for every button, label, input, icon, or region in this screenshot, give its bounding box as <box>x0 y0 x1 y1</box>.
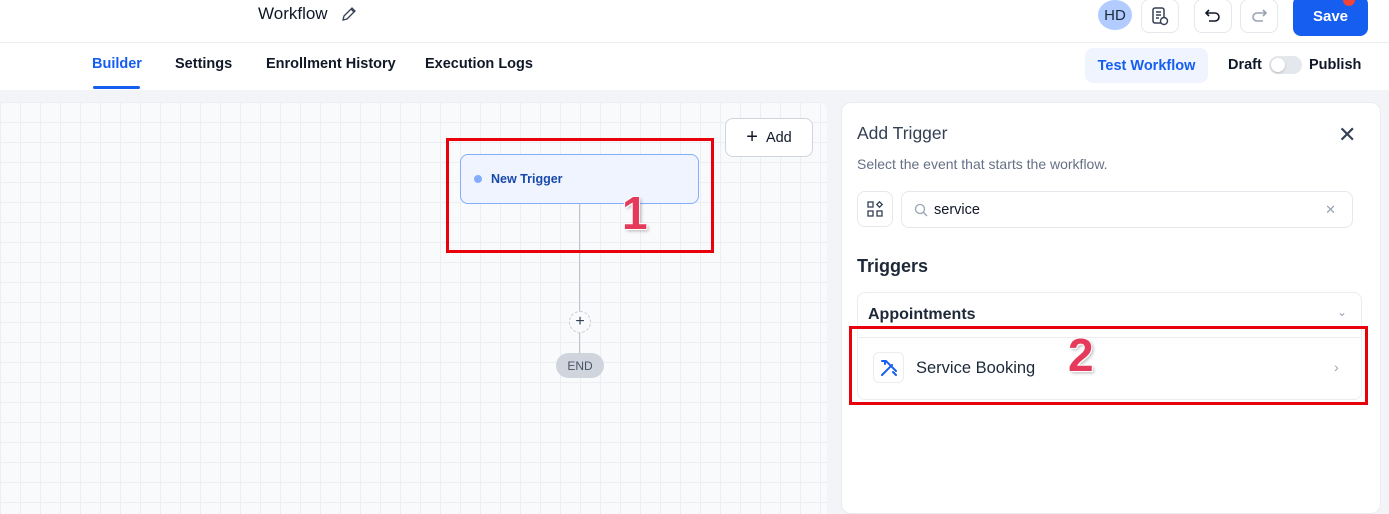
highlight-box-1 <box>446 138 714 253</box>
status-dot-icon <box>474 175 482 183</box>
category-button[interactable] <box>857 191 893 227</box>
avatar[interactable]: HD <box>1098 0 1132 30</box>
trigger-node[interactable]: New Trigger <box>460 154 699 204</box>
close-icon[interactable]: ✕ <box>1338 122 1357 147</box>
clear-search-icon[interactable]: ✕ <box>1325 201 1336 217</box>
tab-settings[interactable]: Settings <box>175 56 233 72</box>
workflow-title: Workflow <box>258 4 328 23</box>
tab-execution-logs[interactable]: Execution Logs <box>425 56 533 72</box>
publish-label: Publish <box>1309 57 1362 73</box>
add-trigger-panel <box>841 102 1381 514</box>
tools-icon <box>873 352 904 383</box>
divider <box>0 42 1389 43</box>
trigger-search-input[interactable]: service ✕ <box>901 191 1353 228</box>
add-label: Add <box>765 129 792 146</box>
plus-icon: + <box>746 126 758 148</box>
appointments-group <box>857 292 1362 400</box>
shapes-icon <box>867 201 883 217</box>
edit-pencil-icon[interactable] <box>341 6 357 22</box>
service-booking-item[interactable]: Service Booking <box>916 359 1036 377</box>
tab-enrollment-history[interactable]: Enrollment History <box>266 56 396 72</box>
triggers-heading: Triggers <box>857 256 929 276</box>
undo-icon <box>1204 9 1220 22</box>
add-step-button[interactable]: + <box>569 311 591 333</box>
draft-label: Draft <box>1228 57 1262 73</box>
chevron-down-icon[interactable]: ⌄ <box>1337 305 1348 319</box>
save-button[interactable]: Save <box>1293 0 1368 36</box>
publish-toggle[interactable] <box>1269 56 1302 74</box>
add-button[interactable]: + Add <box>725 118 813 157</box>
highlight-box-2 <box>849 326 1368 405</box>
document-clock-icon <box>1152 7 1169 26</box>
notification-dot <box>1343 0 1355 6</box>
active-tab-indicator <box>93 86 140 89</box>
tab-builder[interactable]: Builder <box>92 56 142 72</box>
trigger-node-label: New Trigger <box>491 172 563 186</box>
test-workflow-button[interactable]: Test Workflow <box>1085 48 1208 83</box>
search-icon <box>914 203 928 216</box>
annotation-2: 2 <box>1068 329 1094 381</box>
redo-button[interactable] <box>1240 0 1278 33</box>
divider <box>858 337 1361 338</box>
end-node: END <box>556 353 604 378</box>
connector-line <box>579 204 580 312</box>
annotation-1: 1 <box>622 187 648 239</box>
panel-title: Add Trigger <box>857 123 948 143</box>
group-title[interactable]: Appointments <box>868 306 976 323</box>
chevron-right-icon[interactable]: › <box>1334 359 1339 375</box>
search-value: service <box>934 201 980 218</box>
redo-icon <box>1252 9 1268 22</box>
version-history-button[interactable] <box>1141 0 1179 33</box>
connector-line <box>579 333 580 353</box>
panel-subtitle: Select the event that starts the workflo… <box>857 156 1108 172</box>
undo-button[interactable] <box>1194 0 1232 33</box>
